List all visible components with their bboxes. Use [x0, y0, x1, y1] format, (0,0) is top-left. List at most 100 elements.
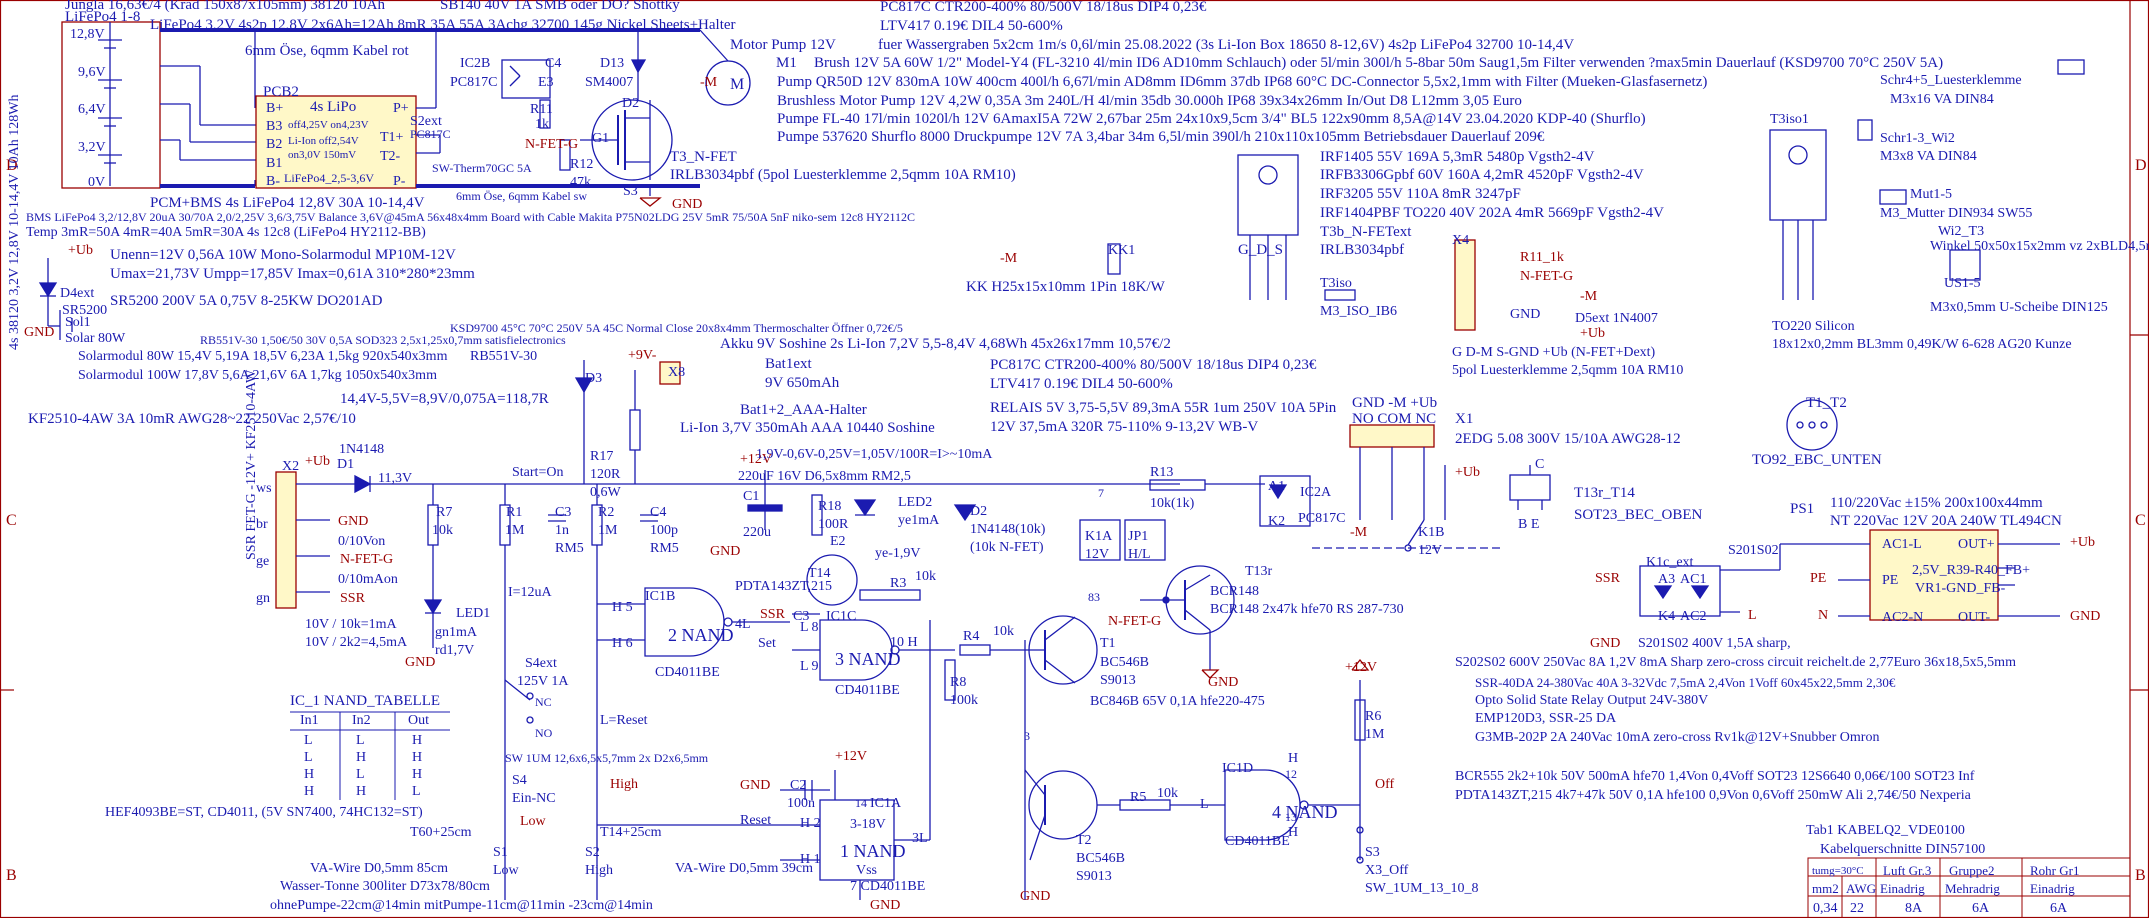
label-winkel: Winkel 50x50x15x2mm vz 2xBLD4,5mm — [1930, 239, 2149, 254]
label-1m: 1M — [1365, 727, 1385, 742]
label-h13: H — [1288, 825, 1299, 840]
label-e3: E3 — [538, 75, 554, 90]
label-c4top: C4 — [545, 56, 562, 71]
label-7cd: 7 CD4011BE — [850, 879, 926, 894]
label-be: B E — [1518, 517, 1540, 532]
label-s9013: S9013 — [1100, 673, 1136, 688]
label-liion: Li-Ion off2,54V — [288, 135, 359, 147]
label-side: 4s 38120 3,2V 12,8V 10-14,4V 10Ah 128Wh — [7, 94, 22, 350]
label-ye19: ye-1,9V — [875, 546, 921, 561]
label-t1t2: T1_T2 — [1806, 395, 1847, 411]
label-110vac: 110/220Vac ±15% 200x100x44mm — [1830, 495, 2043, 511]
label-r11v: 1k — [535, 117, 549, 132]
label-t3iso: T3iso — [1320, 276, 1352, 291]
label-s90132: S9013 — [1076, 869, 1112, 884]
label-t60: T60+25cm — [410, 825, 472, 840]
label-rm52: RM5 — [650, 541, 679, 556]
label-cd4011a: CD4011BE — [655, 665, 720, 680]
label-starton: Start=On — [512, 465, 564, 480]
label-r13v: 10k(1k) — [1150, 496, 1195, 511]
label-irf1405: IRF1405 55V 169A 5,3mR 5480p Vgsth2-4V — [1320, 149, 1595, 165]
label-fl40: Pumpe FL-40 17l/min 1020l/h 12V 6AmaxI5A… — [777, 111, 1646, 127]
label-r22: 22 — [1850, 901, 1864, 916]
label-r6a2: 6A — [2050, 901, 2068, 916]
label-b2: B2 — [266, 137, 283, 152]
label-ic2a: IC2A — [1300, 485, 1332, 500]
label-12va: 12V — [1085, 547, 1110, 562]
label-sw1um: SW 1UM 12,6x6,5x5,7mm 2x D2x6,5mm — [505, 751, 709, 765]
truth-table-header: In1 — [300, 713, 319, 728]
label-to92: TO92_EBC_UNTEN — [1752, 452, 1882, 468]
label-m3u: M3x0,5mm U-Scheibe DIN125 — [1930, 300, 2108, 315]
label-ye1ma: ye1mA — [898, 513, 940, 528]
label-t1: T1 — [1100, 636, 1116, 651]
label-ic1b: IC1B — [645, 589, 676, 604]
label-outp: OUT+ — [1958, 537, 1995, 552]
label-g1: G1 — [592, 131, 610, 146]
label-d2: D2 — [970, 504, 988, 519]
label-nfetg_x4: N-FET-G — [1520, 269, 1574, 284]
label-l9: L 9 — [800, 659, 819, 674]
label-unenn: Unenn=12V 0,56A 10W Mono-Solarmodul MP10… — [110, 247, 456, 263]
label-sr5200d: SR5200 200V 5A 0,75V 8-25KW DO201AD — [110, 293, 383, 309]
label-d3: D3 — [585, 371, 603, 386]
label-lipo: 4s LiPo — [310, 99, 357, 115]
label-cd4011c: CD4011BE — [1225, 834, 1290, 849]
label-gndc2: GND — [740, 778, 771, 793]
row-marker-b-right: B — [2135, 867, 2146, 884]
label-motor: Motor Pump 12V — [730, 37, 836, 53]
label-v0: 0V — [88, 175, 106, 190]
label-awg: AWG — [1846, 881, 1877, 896]
label-eind1: Einadrig — [1880, 881, 1925, 896]
label-schr13: Schr1-3_Wi2 — [1880, 131, 1955, 146]
truth-table-cell: L — [356, 733, 365, 748]
label-s202: S202S02 600V 250Vac 8A 1,2V 8mA Sharp ze… — [1455, 655, 2016, 670]
row-marker-d-right: D — [2135, 157, 2147, 174]
label-t13r: T13r — [1245, 564, 1273, 579]
row-marker-b-left: B — [6, 867, 17, 884]
label-r6a: 6A — [1972, 901, 1990, 916]
label-4nand: 4 NAND — [1272, 802, 1338, 822]
label-1nand: 1 NAND — [840, 841, 906, 861]
label-12: 12 — [1285, 767, 1297, 781]
label-ssrv: SSR FET-G -12V+ KF2510-4AW — [244, 369, 259, 560]
label-bmsline: BMS LiFePo4 3,2/12,8V 20uA 30/70A 2,0/2,… — [26, 210, 916, 224]
label-c1: C1 — [743, 489, 760, 504]
label-luftgr: Luft Gr.3 — [1883, 863, 1932, 878]
truth-table-header: Out — [408, 713, 429, 728]
label-s1low: Low — [493, 863, 519, 878]
label-rb551: RB551V-30 1,50€/50 30V 0,5A SOD323 2,5x1… — [200, 333, 566, 347]
label-r4: R4 — [963, 629, 980, 644]
label-r12: R12 — [570, 157, 594, 172]
label-ksd: KSD9700 45°C 70°C 250V 5A 45C Normal Clo… — [450, 321, 903, 335]
label-mut: Mut1-5 — [1910, 187, 1952, 202]
label-mehr: Mehradrig — [1945, 881, 2000, 896]
label-d2top: D2 — [622, 96, 640, 111]
label-ic1c: IC1C — [826, 609, 857, 624]
label-wasser: Wasser-Tonne 300liter D73x78/80cm — [280, 879, 490, 894]
label-ac2: AC2 — [1680, 609, 1707, 624]
label-bm: B- — [266, 174, 280, 189]
label-s2: S2 — [585, 845, 600, 860]
label-pcmbms: PCM+BMS 4s LiFePo4 12,8V 30A 10-14,4V — [150, 195, 425, 211]
label-06w: 0,6W — [590, 485, 621, 500]
label-outm: OUT- — [1958, 610, 1991, 625]
label-kkdesc: KK H25x15x10mm 1Pin 18K/W — [966, 279, 1165, 295]
label-12vb: 12V — [1418, 543, 1443, 558]
label-ubx2: +Ub — [305, 454, 331, 469]
label-sol1: Sol1 — [65, 315, 91, 330]
label-sot23: SOT23_BEC_OBEN — [1574, 507, 1703, 523]
label-low: Low — [520, 814, 546, 829]
label-lifepo3: LiFePo4_2,5-3,6V — [284, 171, 374, 185]
label-s4ext: S4ext — [525, 656, 557, 671]
label-gruppe2: Gruppe2 — [1949, 863, 1995, 878]
label-kabelq: Kabelquerschnitte DIN57100 — [1820, 842, 1986, 857]
label-d13: D13 — [600, 56, 625, 71]
label-wi2t3: Wi2_T3 — [1938, 224, 1985, 239]
label-r4v: 10k — [993, 624, 1014, 639]
label-r8a: 8A — [1905, 901, 1923, 916]
label-g3mb: G3MB-202P 2A 240Vac 10mA zero-cross Rv1k… — [1475, 730, 1880, 745]
label-rm5: RM5 — [555, 541, 584, 556]
label-14: 14 — [855, 796, 867, 810]
label-mx4: -M — [1580, 289, 1598, 304]
